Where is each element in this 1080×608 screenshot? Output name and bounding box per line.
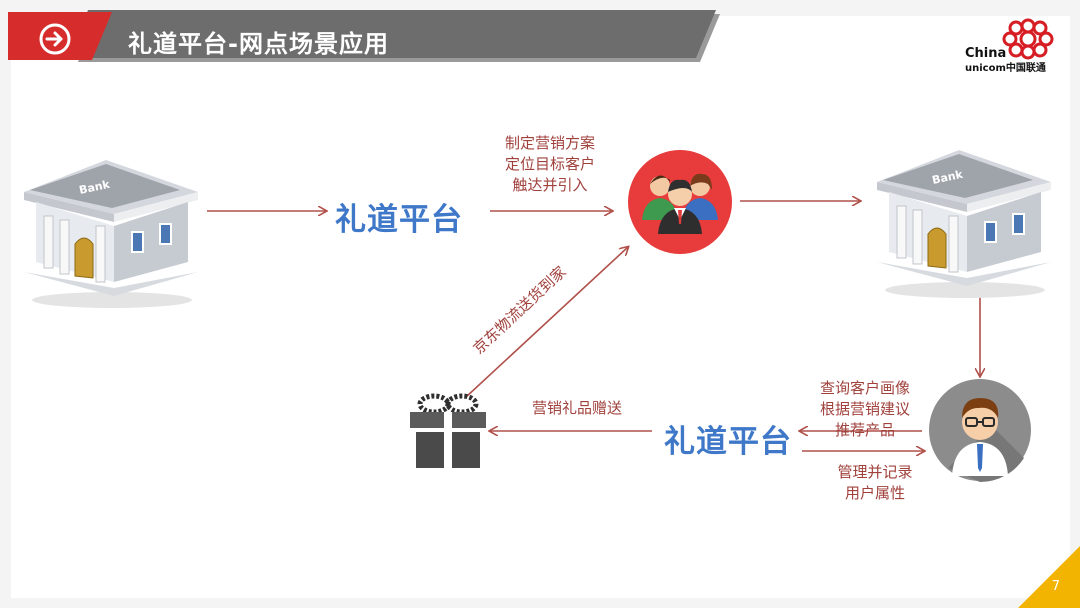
customer-group-icon — [628, 150, 732, 254]
gift-box-icon — [410, 393, 486, 468]
bank-icon: Bank — [24, 160, 198, 308]
page-title: 礼道平台-网点场景应用 — [128, 30, 389, 58]
arrow-gift-to-group — [465, 247, 628, 398]
caption-top: 制定营销方案 定位目标客户 触达并引入 — [504, 134, 595, 194]
bank-label-left: Bank — [78, 178, 112, 197]
circle-arrow-right-icon — [39, 23, 71, 55]
page-corner — [1018, 546, 1080, 608]
caption-gift: 营销礼品赠送 — [531, 399, 622, 417]
logo-line2: unicom中国联通 — [965, 63, 1046, 74]
content-panel — [11, 16, 1070, 598]
caption-query: 查询客户画像 根据营销建议 推荐产品 — [819, 379, 910, 439]
platform-label-top: 礼道平台 — [335, 202, 463, 238]
header-bar — [8, 10, 720, 62]
advisor-avatar-icon — [929, 379, 1031, 482]
platform-label-bottom: 礼道平台 — [664, 424, 792, 460]
unicom-knot-logo — [1002, 18, 1054, 60]
page-number: 7 — [1051, 579, 1060, 594]
caption-manage: 管理并记录 用户属性 — [837, 463, 913, 502]
logo-line1: China — [965, 46, 1007, 61]
bank-icon: Bank — [877, 150, 1051, 298]
bank-label-right: Bank — [931, 168, 965, 187]
